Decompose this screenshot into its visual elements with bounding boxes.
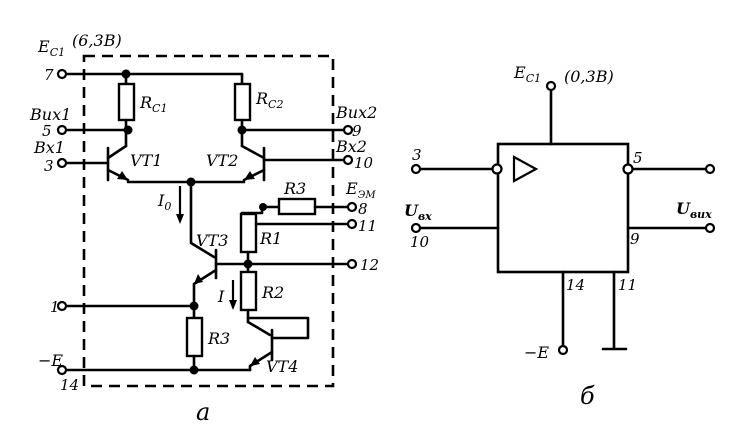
terminal-5 [56,124,68,136]
wire-vt3-collector [189,180,216,259]
pin-8-label: 8 [358,200,368,218]
vt4-diode-link [246,316,310,340]
vt1-emitter-arrow [117,171,128,180]
terminal-9 [704,222,716,234]
terminal-8 [346,201,358,213]
vt1-leads [106,144,130,182]
rc2-label: RC2 [255,89,283,111]
vt4-label: VT4 [266,357,298,376]
b-pin-3-label: 3 [412,146,422,164]
u-out-label: Uвих [676,199,712,221]
opamp-block [496,142,630,274]
rc1-label: RC1 [139,93,167,115]
terminal-supply [545,80,557,92]
current-arrowhead [176,214,184,224]
schematic-a: EC1 (6,3В) 7 Bux1 5 Bx1 3 1 −E 14 RC1 RC… [29,31,379,426]
out1-label: Bux1 [29,105,71,124]
vt3-emitter-arrow [194,274,203,284]
resistor-r3-top [277,197,317,216]
r3-bottom-label: R3 [207,329,230,348]
b-pin-5-label: 5 [633,149,643,167]
u-in-label: Uвх [404,201,432,223]
amplifier-symbol [512,155,539,183]
wire-r1-top [240,205,264,215]
supply-drops [124,72,244,86]
b-supply-value: (0,3В) [564,67,614,86]
caption-b: б [580,382,595,410]
terminal-11 [346,218,358,230]
terminal-neg-e [557,344,569,356]
vt2-leads [240,144,266,182]
b-neg-e-label: −E [524,343,549,362]
output-bubble [622,163,634,175]
r1-label: R1 [259,229,282,248]
supply-top-value: (6,3В) [72,31,122,50]
vt3-emitter [192,268,218,308]
b-pin-14-label: 14 [566,276,585,294]
pin-14-label: 14 [60,376,79,394]
pin-12-label: 12 [360,256,379,274]
b-pin-9-label: 9 [630,230,640,248]
terminal-12 [346,258,358,270]
pin-11-label: 11 [358,217,377,235]
vt4-emitter-arrow [250,357,260,366]
vt2-label: VT2 [206,151,238,170]
pin-1-label: 1 [50,298,60,316]
in1-label: Bx1 [33,138,65,157]
junction-dot [243,259,253,269]
eem-label: EЭМ [345,179,376,201]
resistor-rc1 [117,82,136,122]
junction-dot [189,365,199,375]
caption-a: а [196,398,210,426]
inverting-bubble [491,163,503,175]
vt1-label: VT1 [130,151,162,170]
pin-3-label: 3 [44,157,54,175]
terminal-3 [56,157,68,169]
resistor-rc2 [233,82,252,122]
vt2-emitter-arrow [244,171,255,180]
terminal-10 [342,154,354,166]
vt4-collector [246,320,272,337]
terminal-7 [56,68,68,80]
in2-label: Bx2 [335,137,367,156]
pin-10-label: 10 [354,154,374,172]
resistor-r2 [239,270,258,312]
b-pin-10-label: 10 [410,233,430,251]
vt3-label: VT3 [196,231,228,250]
resistor-r1 [239,212,258,254]
resistor-r3-bottom [185,316,204,358]
pin-9-label: 9 [352,122,362,140]
current-arrowhead [229,300,237,310]
neg-e-label: −E [38,351,63,370]
i0-label: I0 [157,191,171,213]
b-supply-label: EC1 [513,63,541,85]
r2-label: R2 [261,283,284,302]
supply-top-label: EC1 [37,37,65,59]
terminal-14 [56,364,68,376]
terminal-9 [342,124,354,136]
pin-5-label: 5 [42,122,52,140]
b-pin-11-label: 11 [618,276,637,294]
chip-boundary [82,54,335,388]
terminal-3 [410,163,422,175]
schematic-b: EC1 (0,3В) 3 Uвх 10 5 Uвих 9 14 11 −E б [404,63,716,410]
i-label: I [217,287,225,306]
r3-top-label: R3 [283,179,306,198]
out2-label: Bux2 [335,103,377,122]
terminal-10 [410,222,422,234]
terminal-5 [704,163,716,175]
terminal-1 [56,300,68,312]
pin-7-label: 7 [44,66,54,84]
